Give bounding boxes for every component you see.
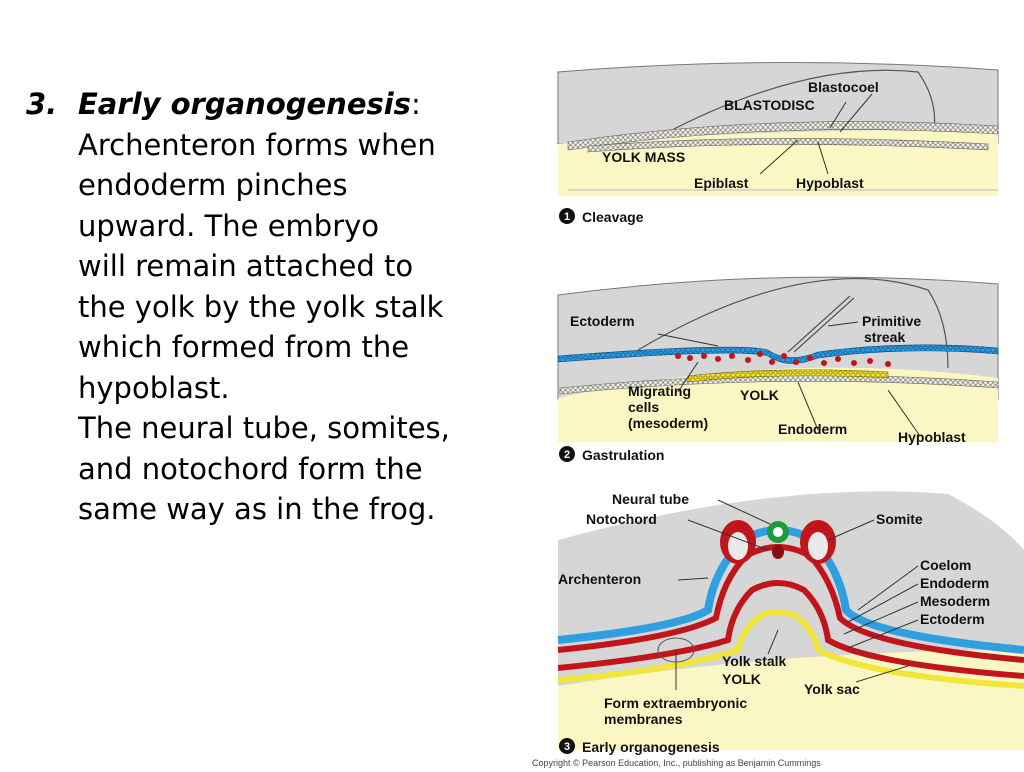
label-endoderm: Endoderm (778, 421, 847, 437)
label-endoderm: Endoderm (920, 575, 989, 591)
body-line: and notochord form the (78, 451, 423, 486)
label-ectoderm: Ectoderm (570, 313, 635, 329)
copyright-notice: Copyright © Pearson Education, Inc., pub… (532, 758, 821, 768)
label-membranes: membranes (604, 711, 683, 727)
somite-right (800, 520, 836, 564)
heading-title: Early organogenesis (78, 87, 411, 121)
migrating-cells (675, 351, 891, 367)
heading-colon: : (410, 87, 421, 121)
embryo-figure: Blastocoel BLASTODISC YOLK MASS Epiblast… (528, 50, 1024, 768)
label-streak: streak (864, 329, 905, 345)
label-primitive: Primitive (862, 313, 921, 329)
body-line: which formed from the (78, 330, 410, 364)
step-number-badge (559, 208, 575, 224)
label-hypoblast: Hypoblast (898, 429, 966, 445)
body-line: Archenteron forms when (78, 127, 436, 162)
body-line: endoderm pinches (78, 168, 348, 202)
label-blastocoel: Blastocoel (808, 79, 879, 95)
body-line: upward. The embryo (78, 208, 380, 243)
caption-early-organogenesis: Early organogenesis (582, 739, 720, 755)
label-coelom: Coelom (920, 557, 971, 573)
heading-row: 3. Early organogenesis: (26, 84, 526, 125)
label-yolk-mass: YOLK MASS (602, 149, 685, 165)
body-line: the yolk by the yolk stalk (78, 289, 444, 324)
step-number: 3 (564, 741, 570, 753)
slide-text-block: 3. Early organogenesis: Archenteron forms… (26, 84, 526, 530)
list-number: 3. (26, 87, 58, 121)
label-blastodisc: BLASTODISC (724, 97, 815, 113)
caption-gastrulation: Gastrulation (582, 447, 664, 463)
panel-organogenesis: Neural tube Notochord Somite Archenteron… (557, 491, 1024, 755)
label-notochord: Notochord (586, 511, 657, 527)
label-mesoderm: Mesoderm (920, 593, 990, 609)
label-archenteron: Archenteron (558, 571, 641, 587)
label-somite: Somite (876, 511, 923, 527)
label-epiblast: Epiblast (694, 175, 749, 191)
label-mesoderm: (mesoderm) (628, 415, 708, 431)
label-ectoderm: Ectoderm (920, 611, 985, 627)
step-number-badge (559, 446, 575, 462)
label-neural-tube: Neural tube (612, 491, 689, 507)
caption-cleavage: Cleavage (582, 209, 644, 225)
body-text: Archenteron forms when endoderm pinches … (78, 125, 526, 530)
step-number: 2 (564, 449, 570, 461)
label-yolk: YOLK (722, 671, 761, 687)
step-number-badge (559, 738, 575, 754)
panel-gastrulation: Ectoderm Primitive streak Migrating cell… (557, 276, 999, 463)
body-line: will remain attached to (78, 249, 414, 283)
label-yolk: YOLK (740, 387, 779, 403)
label-yolk-stalk: Yolk stalk (722, 653, 787, 669)
somite-left (720, 520, 756, 564)
label-migrating: Migrating (628, 383, 691, 399)
label-cells: cells (628, 399, 659, 415)
notochord-shape (772, 545, 784, 559)
panel-cleavage: Blastocoel BLASTODISC YOLK MASS Epiblast… (557, 61, 999, 225)
body-line: hypoblast. (78, 370, 230, 405)
label-hypoblast: Hypoblast (796, 175, 864, 191)
body-line: The neural tube, somites, (78, 411, 450, 445)
label-yolk-sac: Yolk sac (804, 681, 860, 697)
label-form-extraembryonic: Form extraembryonic (604, 695, 747, 711)
body-line: same way as in the frog. (78, 492, 436, 526)
step-number: 1 (564, 211, 570, 223)
